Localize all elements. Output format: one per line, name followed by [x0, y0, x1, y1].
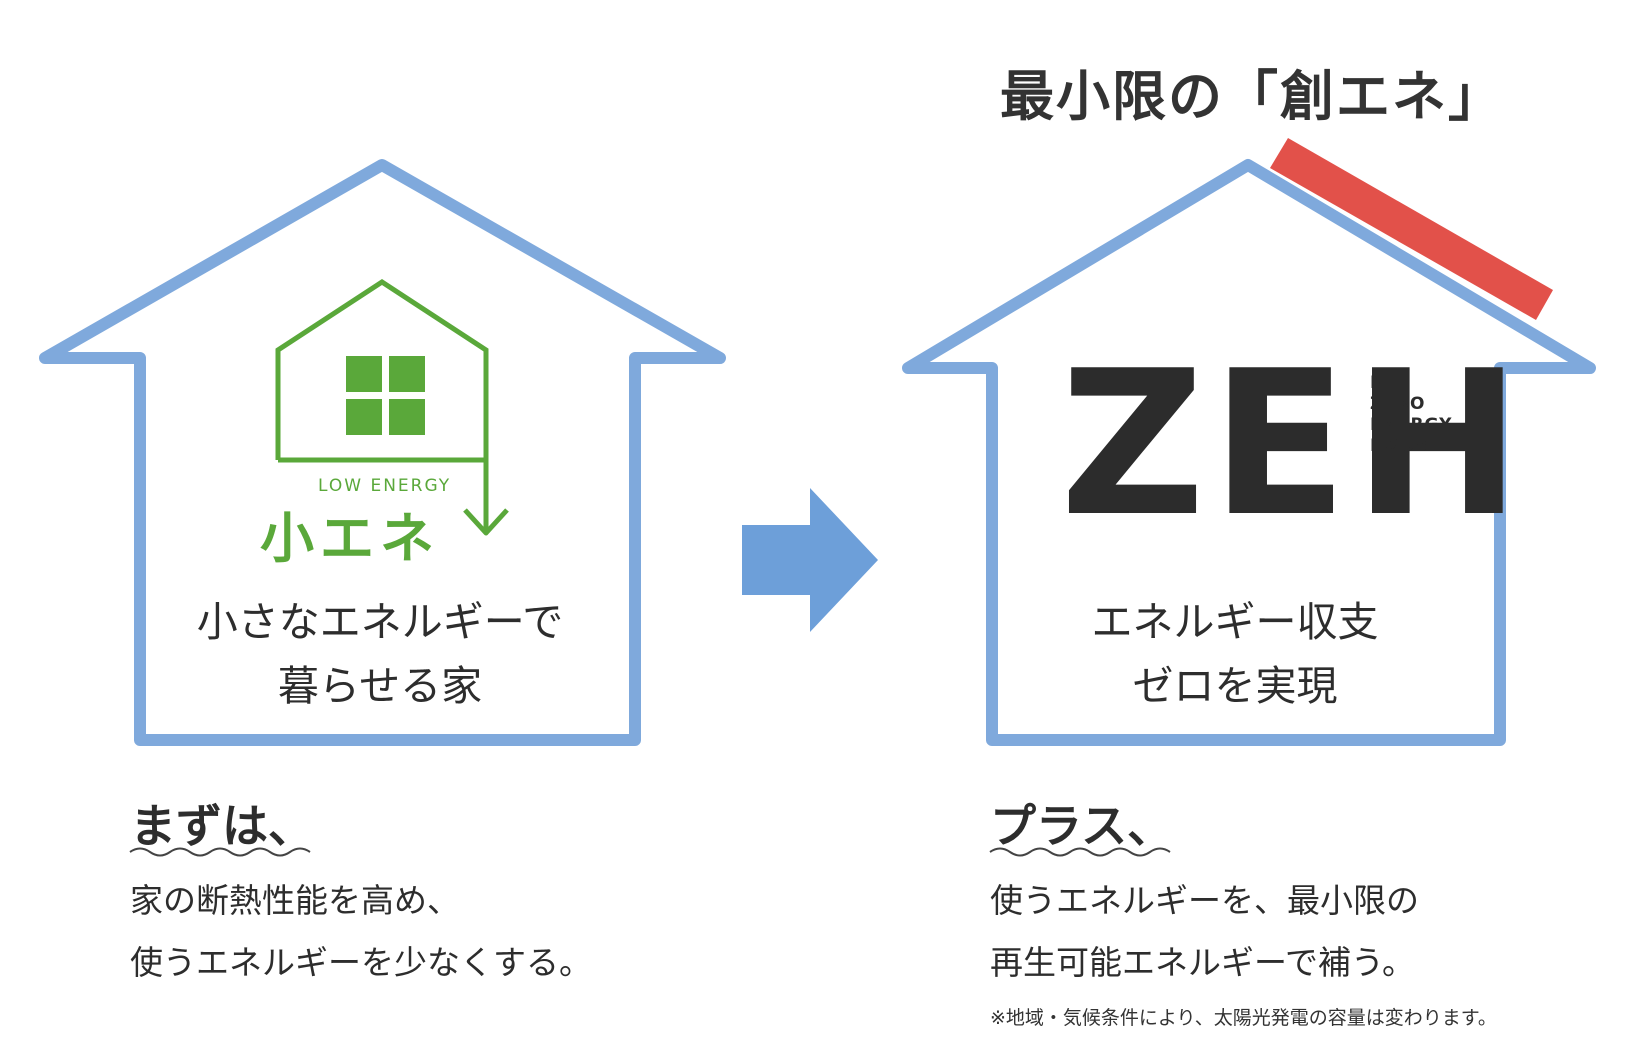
- zeh-sub-line: ZERO: [1370, 394, 1426, 414]
- left-description: 家の断熱性能を高め、 使うエネルギーを少なくする。: [130, 870, 592, 994]
- right-house-caption: エネルギー収支 ゼロを実現: [985, 590, 1485, 718]
- zeh-logo: ZEH: [1060, 328, 1528, 561]
- solar-panel: [1270, 138, 1553, 320]
- window-icon: [346, 356, 382, 392]
- low-energy-title: 小エネ: [260, 507, 440, 570]
- left-heading: まずは、: [130, 799, 314, 853]
- top-title: 最小限の「創エネ」: [1000, 65, 1504, 128]
- zeh-sub-line: ENERGY: [1370, 415, 1453, 435]
- right-description-line1: 使うエネルギーを、最小限の: [990, 881, 1419, 920]
- right-description-line2: 再生可能エネルギーで補う。: [990, 943, 1416, 982]
- left-description-line2: 使うエネルギーを少なくする。: [130, 943, 592, 982]
- right-house-caption-line2: ゼロを実現: [1132, 662, 1338, 710]
- zeh-logo-subtitle: NET ZERO ENERGY HOUSE: [1370, 373, 1452, 457]
- low-energy-label: LOW ENERGY: [318, 476, 452, 496]
- right-house-caption-line1: エネルギー収支: [1091, 598, 1379, 646]
- left-heading-underline: [129, 847, 311, 857]
- zeh-sub-line: NET: [1370, 373, 1411, 393]
- low-energy-house-logo: [275, 279, 509, 536]
- right-description: 使うエネルギーを、最小限の 再生可能エネルギーで補う。: [990, 870, 1419, 994]
- left-description-line1: 家の断熱性能を高め、: [130, 881, 460, 920]
- right-heading-underline: [989, 847, 1171, 857]
- left-house-caption-line2: 暮らせる家: [277, 662, 483, 710]
- right-house-outline: [902, 159, 1596, 746]
- left-house-outline: [39, 159, 726, 746]
- right-heading: プラス、: [990, 799, 1174, 853]
- left-house-caption-line1: 小さなエネルギーで: [196, 598, 564, 646]
- left-house-caption: 小さなエネルギーで 暮らせる家: [130, 590, 630, 718]
- zeh-sub-line: HOUSE: [1370, 436, 1442, 456]
- right-arrow-icon: [742, 488, 878, 632]
- footnote: ※地域・気候条件により、太陽光発電の容量は変わります。: [990, 1007, 1497, 1029]
